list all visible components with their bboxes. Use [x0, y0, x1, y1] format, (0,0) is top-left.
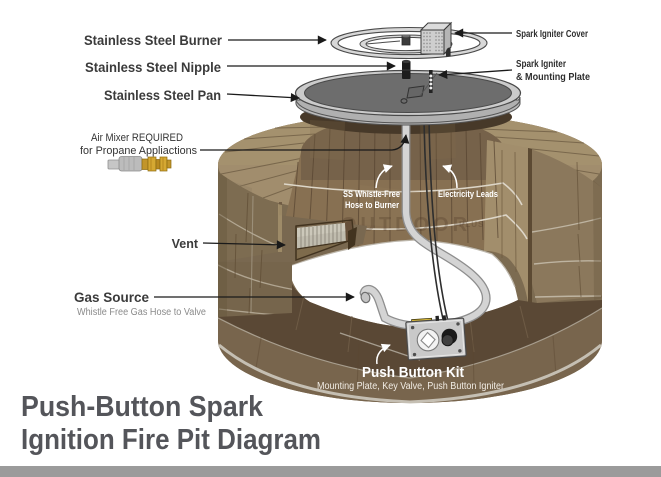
- svg-text:Mounting Plate, Key Valve, Pus: Mounting Plate, Key Valve, Push Button I…: [317, 381, 505, 392]
- svg-text:PLUS: PLUS: [459, 220, 484, 229]
- svg-text:Spark Igniter Cover: Spark Igniter Cover: [516, 28, 588, 40]
- svg-text:& Mounting Plate: & Mounting Plate: [516, 71, 590, 83]
- svg-text:Air Mixer REQUIRED: Air Mixer REQUIRED: [91, 132, 183, 144]
- svg-text:Whistle Free Gas Hose to Valve: Whistle Free Gas Hose to Valve: [77, 307, 206, 318]
- svg-text:Stainless Steel Pan: Stainless Steel Pan: [104, 87, 221, 103]
- svg-text:for Propane Appliactions: for Propane Appliactions: [80, 145, 197, 157]
- svg-text:Push-Button Spark: Push-Button Spark: [21, 391, 263, 423]
- svg-text:Push Button Kit: Push Button Kit: [362, 364, 464, 381]
- svg-text:Electricity Leads: Electricity Leads: [438, 189, 498, 200]
- svg-text:SS Whistle-Free: SS Whistle-Free: [343, 189, 400, 200]
- svg-text:Gas Source: Gas Source: [74, 290, 150, 305]
- svg-text:OUTDOOR: OUTDOOR: [341, 214, 471, 236]
- svg-text:Ignition Fire Pit Diagram: Ignition Fire Pit Diagram: [21, 424, 321, 456]
- svg-text:Hose to Burner: Hose to Burner: [345, 200, 399, 211]
- svg-text:Spark Igniter: Spark Igniter: [516, 58, 566, 70]
- svg-text:Stainless Steel Burner: Stainless Steel Burner: [84, 32, 223, 48]
- svg-text:Stainless Steel Nipple: Stainless Steel Nipple: [85, 59, 221, 75]
- svg-text:Vent: Vent: [172, 237, 199, 251]
